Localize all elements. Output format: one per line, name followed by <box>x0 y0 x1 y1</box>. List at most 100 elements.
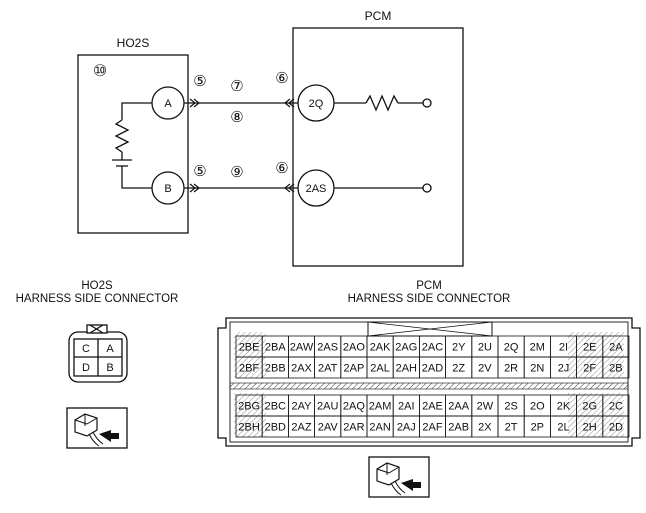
pcm-latch <box>367 321 493 337</box>
pcm-pin-label: 2BC <box>265 401 286 413</box>
pcm-pin-label: 2L <box>557 422 569 434</box>
num-8: ⑧ <box>230 109 243 126</box>
ho2s-connector-face <box>68 324 128 383</box>
pcm-pin-label: 2F <box>583 363 596 375</box>
connector-chevron-a <box>189 98 200 108</box>
pcm-pin-label: 2N <box>530 363 544 375</box>
connector-chevron-2as <box>284 183 295 193</box>
num-7: ⑦ <box>230 78 243 95</box>
pcm-pin-label: 2AG <box>395 342 417 354</box>
pcm-pin-label: 2W <box>477 401 494 413</box>
ho2s-label: HO2S <box>117 36 150 50</box>
num-9: ⑨ <box>230 164 243 181</box>
pcm-pin-label: 2AW <box>290 342 314 354</box>
num-5-upper: ⑤ <box>193 73 206 90</box>
terminal-2q-label: 2Q <box>309 98 324 110</box>
pcm-pin-label: 2BH <box>238 422 259 434</box>
pcm-pin-label: 2Q <box>504 342 519 354</box>
pcm-pin-label: 2I <box>559 342 568 354</box>
num-5-lower: ⑤ <box>193 163 206 180</box>
pcm-pin-label: 2AI <box>398 401 415 413</box>
pcm-pin-label: 2BA <box>265 342 286 354</box>
pcm-pin-label: 2AL <box>370 363 390 375</box>
pcm-pin-label: 2AB <box>448 422 469 434</box>
pcm-pin-label: 2AV <box>318 422 339 434</box>
ho2s-pin-b: B <box>106 362 113 374</box>
pcm-pin-label: 2BE <box>239 342 260 354</box>
pcm-pin-label: 2BB <box>265 363 286 375</box>
pcm-pin-label: 2BG <box>238 401 260 413</box>
pcm-pin-label: 2T <box>505 422 518 434</box>
connector-chevron-b <box>189 183 200 193</box>
pcm-pin-label: 2AK <box>370 342 391 354</box>
pcm-pin-label: 2AO <box>343 342 365 354</box>
pcm-connector-title-1: PCM <box>416 280 442 292</box>
ho2s-pin-d: D <box>82 362 90 374</box>
pcm-pin-label: 2AQ <box>343 401 365 413</box>
pcm-pin-label: 2H <box>583 422 597 434</box>
schematic: PCM HO2S ⑩ A B <box>77 9 464 267</box>
pcm-pin-label: 2X <box>478 422 492 434</box>
num-6-upper: ⑥ <box>275 70 288 87</box>
pcm-pin-label: 2AJ <box>397 422 416 434</box>
pcm-pin-label: 2G <box>582 401 597 413</box>
pcm-pin-label: 2K <box>557 401 571 413</box>
pcm-pin-label: 2S <box>504 401 517 413</box>
ho2s-connector-title-2: HARNESS SIDE CONNECTOR <box>16 293 179 305</box>
pcm-pin-label: 2A <box>609 342 623 354</box>
ho2s-connector-section: HO2S HARNESS SIDE CONNECTOR C A D B <box>16 280 179 449</box>
pcm-pin-label: 2U <box>478 342 492 354</box>
pcm-pin-label: 2AA <box>448 401 469 413</box>
pcm-pin-label: 2Z <box>452 363 465 375</box>
num-6-lower: ⑥ <box>275 160 288 177</box>
pcm-pin-label: 2AE <box>422 401 443 413</box>
pcm-connector-shell <box>217 317 641 447</box>
ho2s-pin-c: C <box>82 343 90 355</box>
pcm-pin-label: 2AC <box>422 342 443 354</box>
pcm-pin-label: 2AS <box>317 342 338 354</box>
pcm-pin-label: 2AU <box>317 401 338 413</box>
pcm-pin-label: 2R <box>504 363 518 375</box>
pcm-pin-label: 2AF <box>422 422 442 434</box>
pcm-pin-label: 2O <box>530 401 545 413</box>
pcm-pin-label: 2M <box>530 342 545 354</box>
sensor-element-symbol <box>112 102 152 189</box>
pcm-label: PCM <box>365 9 392 23</box>
pcm-pin-label: 2AN <box>369 422 390 434</box>
pcm-pin-label: 2AT <box>318 363 338 375</box>
pcm-pin-label: 2C <box>609 401 623 413</box>
pcm-pin-label: 2D <box>609 422 623 434</box>
pcm-pin-label: 2J <box>558 363 570 375</box>
pcm-resistor-circuit <box>334 94 432 193</box>
pcm-pin-label: 2AX <box>291 363 312 375</box>
pcm-pin-label: 2AZ <box>291 422 311 434</box>
pcm-pin-cell <box>602 415 630 438</box>
ho2s-box <box>77 54 189 234</box>
pcm-pin-label: 2AD <box>422 363 443 375</box>
pcm-pin-label: 2AP <box>344 363 365 375</box>
pcm-connector-title-2: HARNESS SIDE CONNECTOR <box>348 293 511 305</box>
pcm-pin-label: 2AM <box>369 401 392 413</box>
terminal-a-label: A <box>164 98 172 110</box>
pcm-pin-label: 2BF <box>239 363 259 375</box>
connector-view-icon <box>368 456 430 498</box>
pcm-pin-label: 2AH <box>396 363 417 375</box>
pcm-pin-label: 2BD <box>265 422 286 434</box>
pcm-pin-label: 2Y <box>452 342 466 354</box>
terminal-2as-label: 2AS <box>306 183 327 195</box>
connector-view-icon <box>66 407 128 449</box>
pcm-pin-label: 2B <box>609 363 622 375</box>
ho2s-pin-a: A <box>106 343 114 355</box>
connector-chevron-2q <box>284 98 295 108</box>
pcm-pin-label: 2V <box>478 363 492 375</box>
pcm-pin-cell <box>602 356 630 379</box>
pcm-box <box>292 27 464 267</box>
ho2s-tag: ⑩ <box>93 63 107 80</box>
terminal-b-label: B <box>164 183 171 195</box>
ho2s-connector-title-1: HO2S <box>81 280 113 292</box>
pcm-pin-label: 2P <box>531 422 544 434</box>
pcm-pin-label: 2E <box>583 342 596 354</box>
